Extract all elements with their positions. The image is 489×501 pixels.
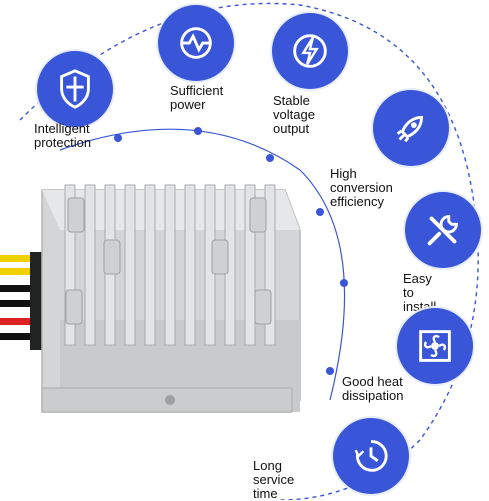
arc-dot <box>326 367 334 375</box>
feature-label: High conversion efficiency <box>330 166 393 209</box>
feature-intelligent-protection: Intelligent protection <box>0 0 113 150</box>
feature-label: Intelligent protection <box>34 121 92 150</box>
arc-dot <box>266 154 274 162</box>
feature-label: Good heat dissipation <box>342 374 404 403</box>
fan-icon <box>397 308 473 384</box>
shield-icon <box>37 51 113 127</box>
feature-heat-dissipation: Good heat dissipation <box>0 0 473 403</box>
feature-easy-install: Easy to install <box>0 0 481 314</box>
tools-icon <box>405 192 481 268</box>
feature-label: Long service time <box>253 458 295 501</box>
lightning-icon <box>272 13 348 89</box>
arc-dot <box>340 279 348 287</box>
feature-label: Stable voltage output <box>273 93 315 136</box>
feature-label: Sufficient power <box>170 83 224 112</box>
clock-icon <box>333 418 409 494</box>
feature-high-efficiency: High conversion efficiency <box>0 0 449 209</box>
pulse-icon <box>158 5 234 81</box>
rocket-icon <box>373 90 449 166</box>
arc-dot <box>316 208 324 216</box>
feature-sufficient-power: Sufficient power <box>0 0 234 112</box>
feature-long-life: Long service time <box>0 0 409 501</box>
arc-dot <box>114 134 122 142</box>
arc-dot <box>194 127 202 135</box>
feature-stable-voltage: Stable voltage output <box>0 0 348 136</box>
